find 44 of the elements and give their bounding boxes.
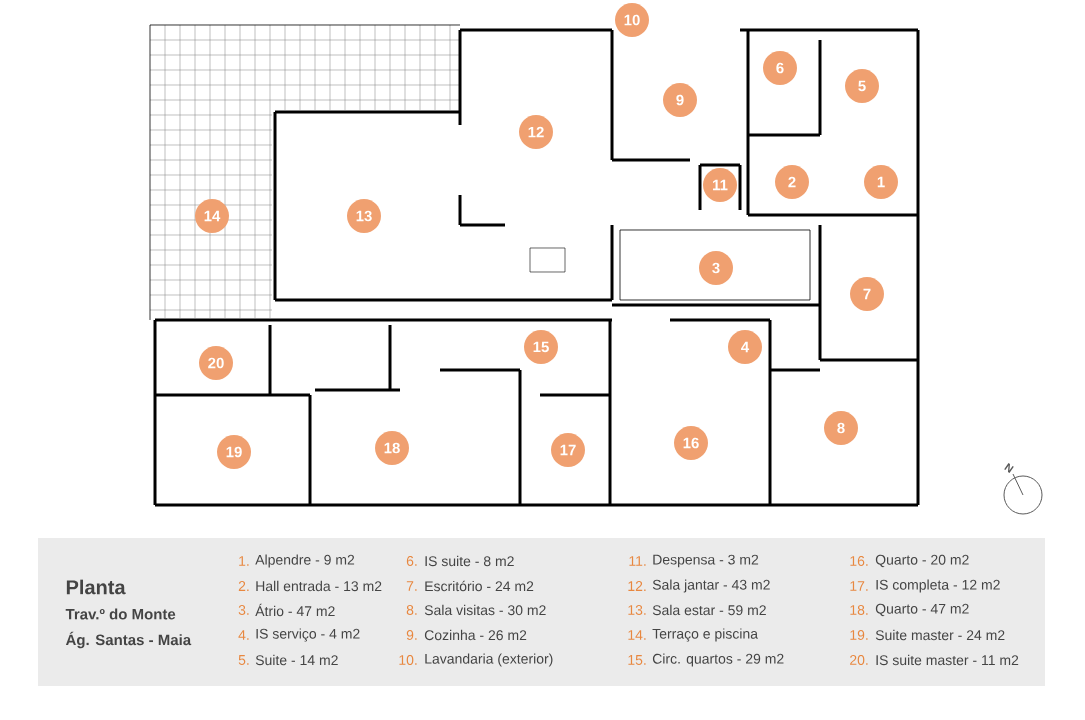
legend-text: Despensa - 3 m2 — [653, 554, 759, 568]
legend-text: Sala visitas - 30 m2 — [424, 604, 546, 616]
legend-number: 1. — [239, 556, 249, 566]
legend-number: 3. — [238, 605, 249, 615]
legend-text: IS completa - 12 m2 — [876, 579, 1000, 593]
legend-number: 5. — [238, 655, 249, 665]
legend-number: 11. — [629, 556, 646, 566]
legend-number: 10. — [399, 655, 417, 665]
legend-text: Alpendre - 9 m2 — [255, 554, 355, 568]
legend-number: 19. — [850, 630, 868, 640]
legend-number: 13. — [628, 605, 646, 615]
plan-title: Planta — [66, 579, 126, 595]
legend-number: 14. — [628, 630, 646, 640]
legend-number: 6. — [406, 556, 417, 566]
legend-text: Hall entrada - 13 m2 — [256, 580, 382, 592]
legend-number: 7. — [406, 581, 417, 591]
legend-number: 15. — [628, 655, 646, 665]
legend-text: Suite master - 24 m2 — [875, 629, 1005, 641]
legend-text: Quarto - 20 m2 — [875, 554, 969, 568]
legend-number: 17. — [850, 581, 868, 591]
compass-letter: N — [1004, 463, 1014, 473]
legend-number: 2. — [238, 581, 249, 591]
legend-text: Circ. quartos - 29 m2 — [652, 653, 784, 667]
legend-text: IS suite - 8 m2 — [425, 555, 514, 567]
legend-text: Escritório - 24 m2 — [425, 580, 534, 592]
legend-text: IS suite master - 11 m2 — [876, 654, 1019, 666]
legend-text: Terraço e piscina — [652, 628, 758, 642]
legend-number: 20. — [850, 655, 868, 665]
legend-number: 18. — [850, 605, 868, 615]
legend-number: 8. — [406, 605, 417, 615]
legend-text: Sala estar - 59 m2 — [652, 604, 766, 616]
legend-text: Suite - 14 m2 — [255, 654, 338, 666]
legend-number: 9. — [406, 630, 417, 640]
legend-text: Sala jantar - 43 m2 — [652, 579, 770, 593]
legend-text: Átrio - 47 m2 — [255, 603, 335, 617]
address-text: Trav.º do Monte — [65, 608, 176, 620]
address-text: Ág. Santas - Maia — [65, 631, 192, 649]
legend-text: Lavandaria (exterior) — [425, 653, 553, 667]
legend-number: 4. — [238, 630, 249, 640]
legend-text: Cozinha - 26 m2 — [424, 629, 527, 641]
legend-text: IS serviço - 4 m2 — [256, 628, 360, 642]
legend-number: 16. — [850, 556, 868, 566]
legend-text: Quarto - 47 m2 — [875, 603, 969, 617]
legend-number: 12. — [628, 581, 646, 591]
